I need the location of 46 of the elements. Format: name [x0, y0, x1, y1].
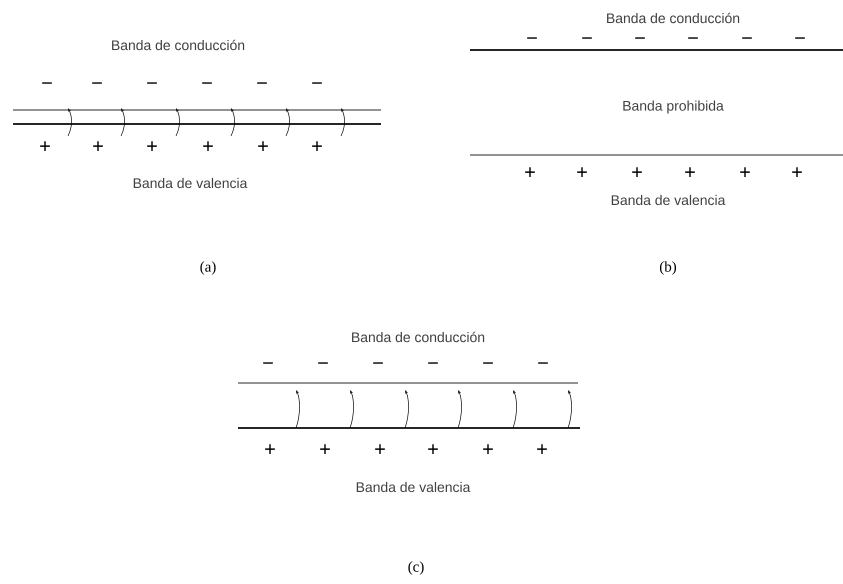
charge-sign: + — [203, 141, 213, 151]
panel-caption: (b) — [660, 261, 676, 275]
charge-sign: + — [312, 141, 322, 151]
band-label: Banda de valencia — [134, 178, 248, 188]
band-label: Banda de valencia — [612, 194, 726, 206]
band-label: Banda prohibida — [623, 100, 724, 114]
charge-sign: + — [577, 167, 587, 177]
charge-sign: − — [263, 362, 273, 364]
panel-caption: (a) — [200, 261, 216, 275]
charge-sign: − — [795, 37, 805, 39]
band-label: Banda de conducción — [607, 12, 740, 24]
charge-sign: − — [538, 362, 548, 364]
charge-sign: − — [257, 82, 267, 84]
charge-sign: − — [312, 82, 322, 84]
charge-sign: − — [527, 37, 537, 39]
band-label: Banda de conducción — [112, 40, 244, 50]
charge-sign: + — [40, 141, 50, 151]
charge-sign: + — [375, 444, 385, 454]
charge-sign: + — [740, 167, 750, 177]
band-label: Banda de conducción — [352, 332, 484, 342]
charge-sign: − — [202, 82, 212, 84]
charge-sign: − — [147, 82, 157, 84]
charge-sign: − — [92, 82, 102, 84]
charge-sign: − — [635, 37, 645, 39]
charge-sign: − — [42, 82, 52, 84]
charge-sign: + — [258, 141, 268, 151]
charge-sign: + — [537, 444, 547, 454]
charge-sign: + — [525, 167, 535, 177]
charge-sign: + — [265, 444, 275, 454]
charge-sign: − — [582, 37, 592, 39]
charge-sign: + — [147, 141, 157, 151]
charge-sign: + — [483, 444, 493, 454]
charge-sign: − — [742, 37, 752, 39]
charge-sign: + — [632, 167, 642, 177]
charge-sign: + — [93, 141, 103, 151]
charge-sign: + — [320, 444, 330, 454]
band-label: Banda de valencia — [356, 482, 470, 492]
charge-sign: − — [428, 362, 438, 364]
charge-sign: − — [318, 362, 328, 364]
panel-caption: (c) — [408, 561, 424, 575]
charge-sign: + — [792, 167, 802, 177]
charge-sign: + — [428, 444, 438, 454]
charge-sign: + — [685, 167, 695, 177]
charge-sign: − — [483, 362, 493, 364]
charge-sign: − — [373, 362, 383, 364]
charge-sign: − — [688, 37, 698, 39]
